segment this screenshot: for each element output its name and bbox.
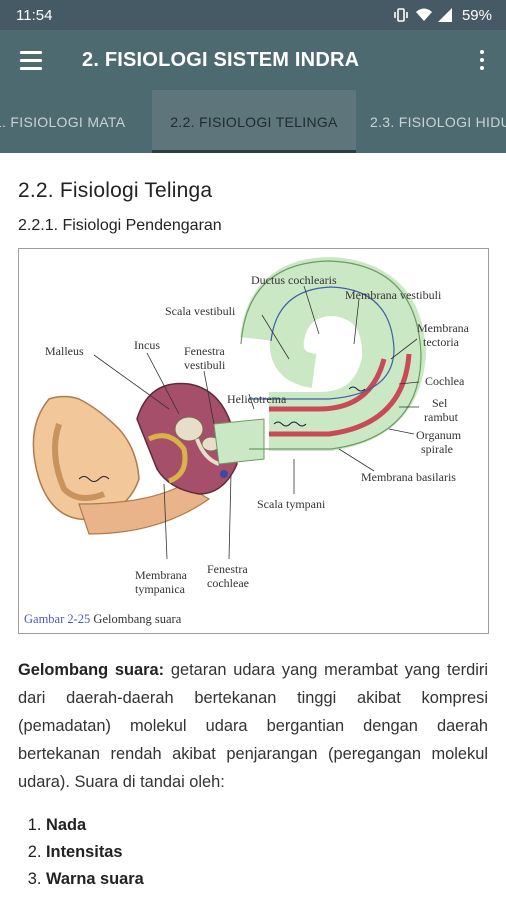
- figure-caption-text: Gelombang suara: [90, 612, 182, 626]
- ear-anatomy-figure: Ductus cochlearis Membrana vestibuli Sca…: [18, 248, 489, 634]
- paragraph-text: getaran udara yang merambat yang terdiri…: [18, 661, 488, 791]
- tab-fisiologi-telinga[interactable]: 2.2. FISIOLOGI TELINGA: [152, 90, 356, 153]
- label-membrana-tectoria-2: tectoria: [423, 335, 459, 349]
- section-heading: 2.2. Fisiologi Telinga: [18, 179, 213, 202]
- label-helicotrema: Helicotrema: [227, 392, 287, 406]
- label-membrana-tympanica-2: tympanica: [135, 582, 185, 596]
- label-cochlea: Cochlea: [425, 374, 465, 388]
- battery-percentage: 59%: [461, 6, 492, 24]
- label-scala-tympani: Scala tympani: [257, 497, 326, 511]
- sound-characteristics-list: Nada Intensitas Warna suara: [18, 812, 488, 893]
- label-membrana-vestibuli: Membrana vestibuli: [345, 288, 442, 302]
- label-organum-spirale-1: Organum: [416, 428, 462, 442]
- status-icons: 59%: [392, 7, 492, 24]
- content-area: 2.2. Fisiologi Telinga 2.2.1. Fisiologi …: [0, 179, 506, 893]
- app-bar: 2. FISIOLOGI SISTEM INDRA: [0, 30, 506, 90]
- figure-caption-number: Gambar 2-25: [24, 612, 91, 626]
- label-fenestra-cochleae-1: Fenestra: [207, 562, 248, 576]
- vibrate-icon: [394, 8, 408, 22]
- hamburger-menu-icon[interactable]: [20, 44, 52, 76]
- status-time: 11:54: [16, 6, 53, 24]
- label-incus: Incus: [134, 338, 160, 352]
- figure-caption: Gambar 2-25 Gelombang suara: [24, 612, 181, 627]
- subsection-heading: 2.2.1. Fisiologi Pendengaran: [18, 217, 222, 234]
- label-fenestra-vestibuli-1: Fenestra: [184, 344, 225, 358]
- label-membrana-tympanica-1: Membrana: [135, 568, 187, 582]
- list-item: Warna suara: [46, 866, 488, 893]
- app-bar-title: 2. FISIOLOGI SISTEM INDRA: [82, 48, 360, 71]
- label-fenestra-vestibuli-2: vestibuli: [184, 358, 226, 372]
- tab-bar: 2.1. FISIOLOGI MATA 2.2. FISIOLOGI TELIN…: [0, 90, 506, 153]
- label-malleus: Malleus: [45, 344, 84, 358]
- status-bar: 11:54 59%: [0, 0, 506, 30]
- list-item: Nada: [46, 812, 488, 839]
- ear-illustration: [32, 256, 427, 560]
- label-organum-spirale-2: spirale: [421, 442, 453, 456]
- label-fenestra-cochleae-2: cochleae: [207, 576, 249, 590]
- label-sel-rambut-2: rambut: [424, 410, 458, 424]
- label-membrana-tectoria-1: Membrana: [417, 321, 469, 335]
- more-options-icon[interactable]: [470, 44, 494, 76]
- label-membrana-basilaris: Membrana basilaris: [361, 470, 456, 484]
- tab-fisiologi-mata[interactable]: 2.1. FISIOLOGI MATA: [0, 113, 126, 130]
- signal-icon: [437, 8, 452, 22]
- tab-fisiologi-hidung[interactable]: 2.3. FISIOLOGI HIDUNG: [370, 113, 506, 130]
- list-item: Intensitas: [46, 839, 488, 866]
- label-ductus-cochlearis: Ductus cochlearis: [251, 273, 337, 287]
- label-sel-rambut-1: Sel: [432, 396, 448, 410]
- paragraph-term: Gelombang suara:: [18, 661, 165, 679]
- body-paragraph: Gelombang suara: getaran udara yang mera…: [18, 656, 488, 796]
- label-scala-vestibuli: Scala vestibuli: [165, 304, 236, 318]
- wifi-icon: [415, 8, 432, 21]
